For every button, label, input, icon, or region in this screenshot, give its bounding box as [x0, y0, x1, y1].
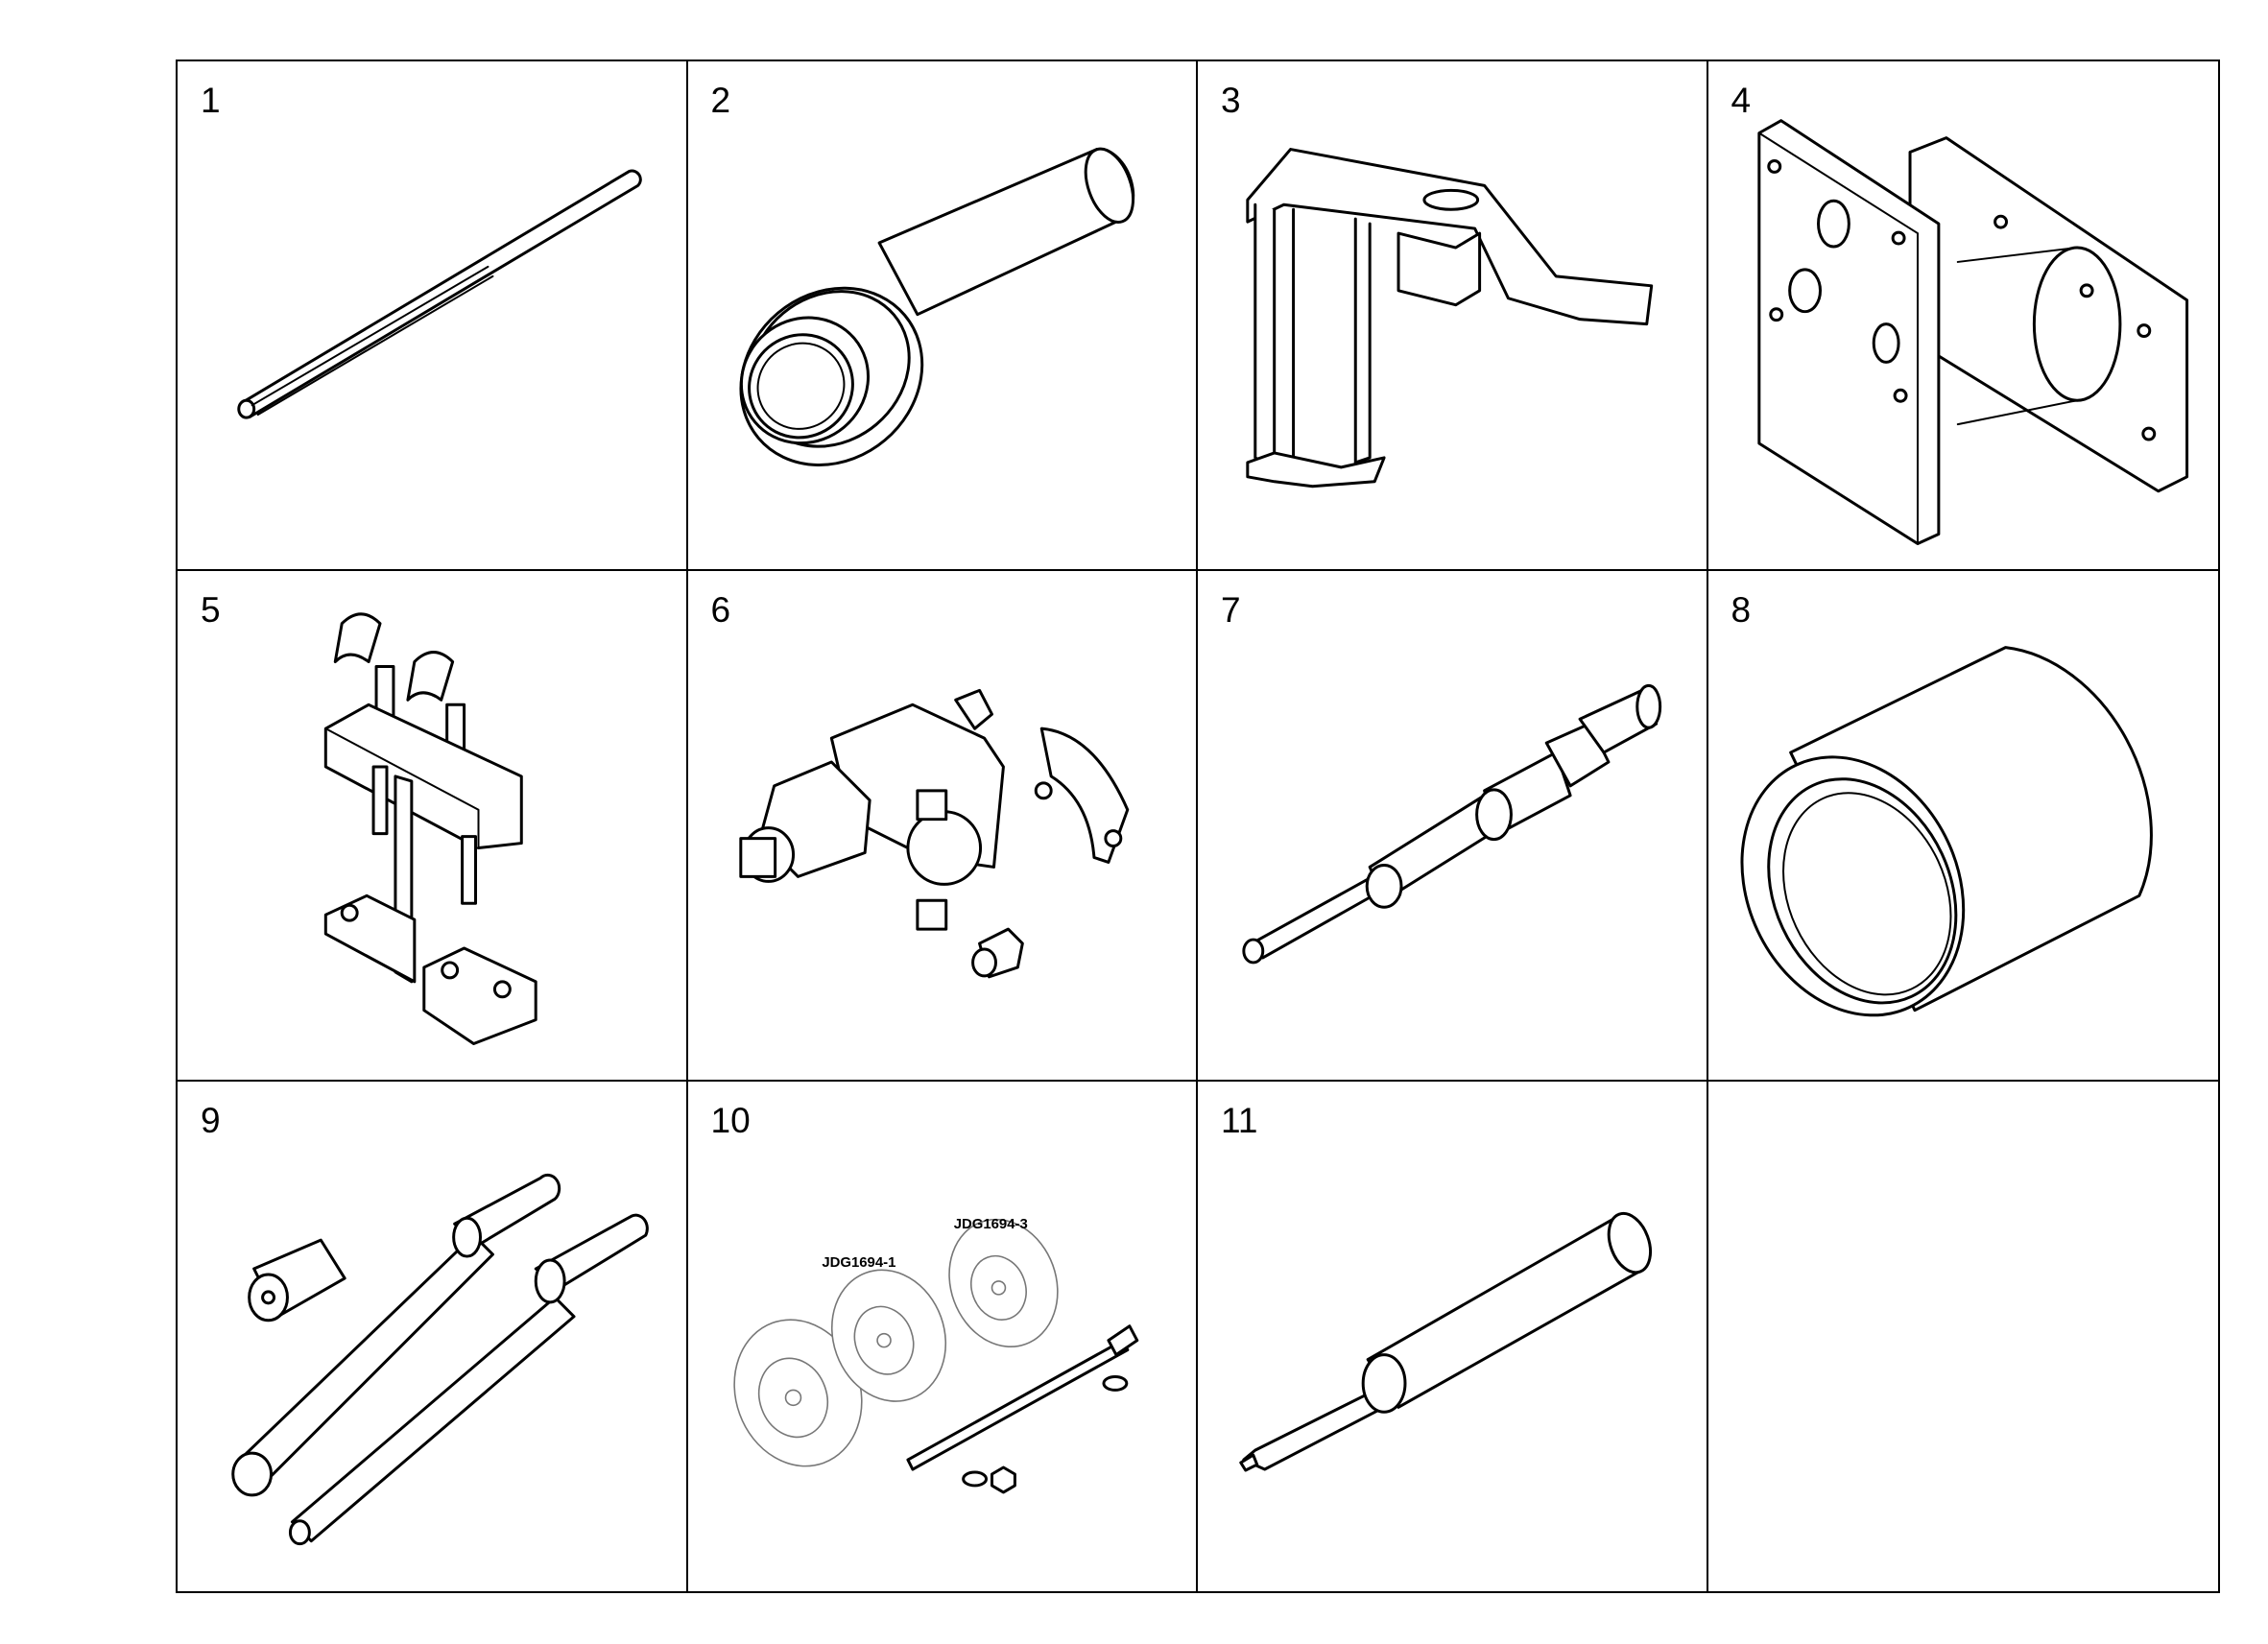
tool-cell-5: 5	[178, 571, 688, 1082]
sleeve-ring-drawing	[1739, 646, 2153, 1017]
cell-number: 11	[1221, 1100, 1258, 1140]
tool-cell-1: 1	[178, 61, 688, 572]
tool-cell-3: 3	[1198, 61, 1708, 572]
cell-number: 5	[201, 590, 221, 631]
cell-number: 9	[201, 1100, 221, 1140]
bracket-holder-drawing	[1246, 148, 1654, 488]
tool-cell-8: 8	[1707, 571, 2218, 1082]
part-label-jdg1694-3: JDG1694-3	[953, 1216, 1027, 1232]
part-label-jdg1694-1: JDG1694-1	[822, 1254, 895, 1271]
mounting-plate-fixture-drawing	[1756, 119, 2188, 545]
bearing-installer-set-drawing: JDG1694-1 JDG1694-3	[732, 1216, 1138, 1494]
cell-number: 1	[201, 81, 221, 120]
cell-number: 6	[710, 590, 731, 631]
tool-cell-4: 4	[1707, 61, 2218, 572]
cell-number: 2	[710, 81, 731, 120]
cell-number: 4	[1731, 81, 1752, 120]
pin-driver-drawing	[1239, 1211, 1653, 1472]
tool-cell-7: 7	[1198, 571, 1708, 1082]
seal-installer-drawing	[738, 147, 1134, 466]
tool-cell-10: 10 JDG1694-1 JDG1694-3	[688, 1081, 1198, 1591]
cell-number: 8	[1731, 590, 1752, 631]
injector-adapter-kit-drawing	[738, 689, 1129, 979]
test-adapter-probe-drawing	[1242, 684, 1662, 965]
tool-cell-9: 9	[178, 1081, 688, 1591]
twin-knob-puller-drawing	[323, 612, 537, 1046]
tool-cell-11: 11	[1198, 1081, 1708, 1591]
cell-number: 7	[1221, 590, 1241, 631]
cell-number: 3	[1221, 81, 1241, 120]
tool-cell-6: 6	[687, 571, 1198, 1082]
tool-grid: 1 2 3 4	[176, 60, 2220, 1593]
tool-cell-empty	[1708, 1082, 2219, 1591]
cell-number: 10	[710, 1100, 751, 1140]
driver-set-drawing	[231, 1173, 649, 1545]
slotted-pin-drawing	[237, 169, 642, 419]
tool-cell-2: 2	[687, 61, 1198, 572]
